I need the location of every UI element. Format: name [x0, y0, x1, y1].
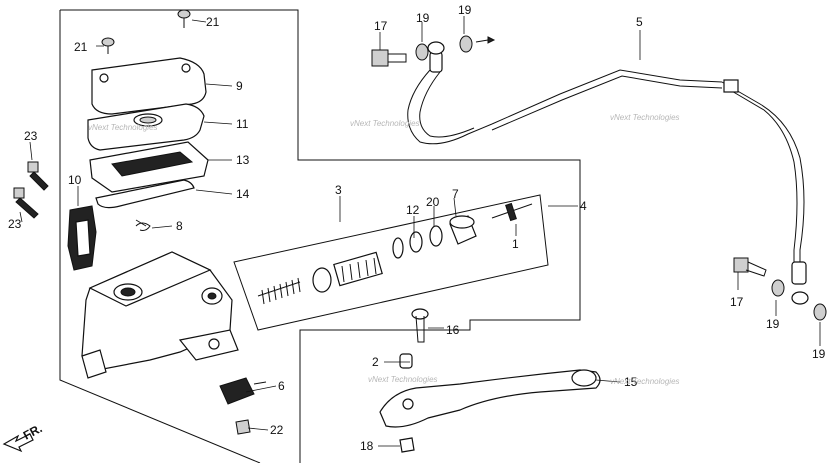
flow-arrow — [475, 39, 489, 43]
master-cylinder-boundary — [60, 9, 581, 463]
callout-3: 3 — [335, 183, 342, 197]
brake-hose — [407, 69, 493, 145]
bolt-23-upper — [27, 161, 49, 191]
reservoir-clip — [135, 222, 151, 231]
callout-19-b: 19 — [458, 3, 472, 17]
callout-2: 2 — [372, 355, 379, 369]
callout-6: 6 — [278, 379, 285, 393]
gasket — [95, 179, 195, 209]
callout-23-lower: 23 — [8, 217, 22, 231]
spring — [257, 277, 301, 305]
sealing-washer-19-b — [459, 35, 473, 53]
screw-21-left — [101, 37, 115, 54]
callout-9: 9 — [236, 79, 243, 93]
watermark: vNext Technologies — [88, 123, 158, 132]
sealing-washer-19-a — [415, 43, 429, 61]
pivot-bushing — [399, 353, 413, 369]
cap-plate — [87, 103, 205, 151]
secondary-cup — [409, 231, 423, 253]
hose-fitting-left — [429, 51, 443, 73]
callout-21-left: 21 — [74, 40, 88, 54]
callout-18: 18 — [360, 439, 374, 453]
switch-screw — [235, 419, 251, 435]
callout-19-c: 19 — [766, 317, 780, 331]
callout-17-top: 17 — [374, 19, 388, 33]
watermark: vNext Technologies — [610, 377, 680, 386]
sealing-washer-19-c — [771, 279, 785, 297]
watermark: vNext Technologies — [350, 119, 420, 128]
callout-22: 22 — [270, 423, 284, 437]
sealing-washer-19-d — [813, 303, 827, 321]
callout-11: 11 — [236, 117, 249, 131]
callout-20: 20 — [426, 195, 440, 209]
brake-light-switch — [219, 377, 255, 405]
callout-15: 15 — [624, 375, 638, 389]
pivot-nut — [399, 437, 415, 453]
callout-23-upper: 23 — [24, 129, 38, 143]
callout-8: 8 — [176, 219, 183, 233]
callout-21-top: 21 — [206, 15, 220, 29]
callout-19-a: 19 — [416, 11, 430, 25]
reservoir-cap — [91, 57, 207, 115]
banjo-bolt-17-bottom — [733, 257, 767, 277]
callout-5: 5 — [636, 15, 643, 29]
callout-17-bottom: 17 — [730, 295, 744, 309]
banjo-bolt-17-top — [371, 49, 407, 67]
piston-cup — [312, 267, 332, 293]
screw-21-top — [177, 9, 191, 28]
callout-19-d: 19 — [812, 347, 826, 361]
callout-16: 16 — [446, 323, 460, 337]
master-cylinder-boundary-left — [59, 10, 261, 464]
circlip — [429, 225, 443, 247]
pivot-bolt — [411, 308, 429, 343]
callout-14: 14 — [236, 187, 250, 201]
bolt-23-lower — [13, 187, 39, 219]
front-direction-arrow: FR. — [2, 421, 44, 453]
callout-1: 1 — [512, 237, 519, 251]
watermark: vNext Technologies — [610, 113, 680, 122]
callout-10: 10 — [68, 173, 82, 187]
callout-7: 7 — [452, 187, 459, 201]
callout-4: 4 — [580, 199, 587, 213]
hose-fitting-right — [791, 261, 807, 285]
callout-12: 12 — [406, 203, 420, 217]
callout-13: 13 — [236, 153, 250, 167]
piston-kit-box — [233, 194, 549, 331]
watermark: vNext Technologies — [368, 375, 438, 384]
piston — [333, 251, 383, 287]
